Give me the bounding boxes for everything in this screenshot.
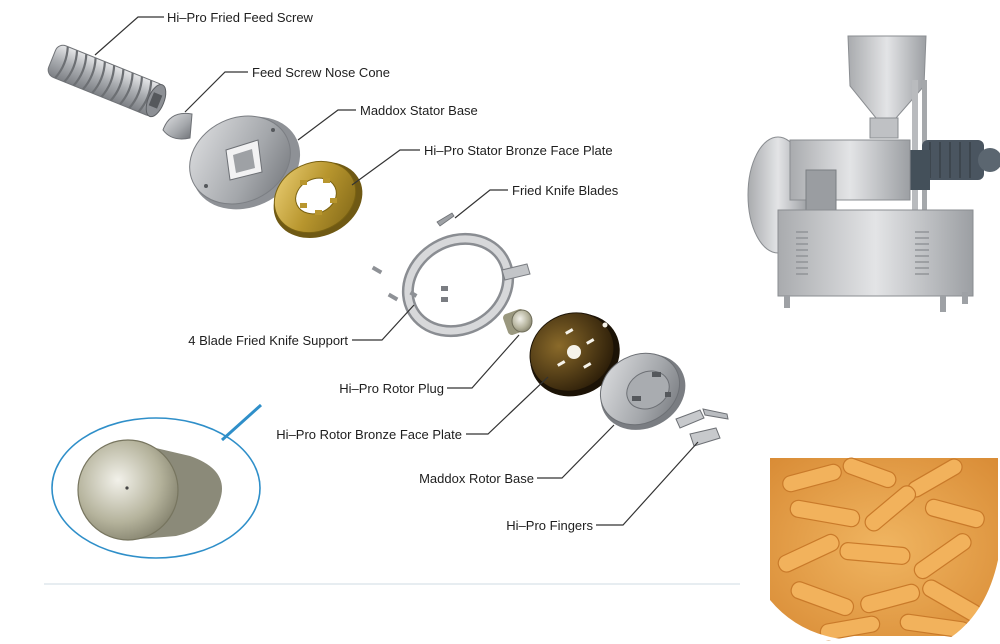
knife-support-part — [371, 232, 531, 338]
fried-snack-photo — [770, 457, 998, 644]
label-knife-support: 4 Blade Fried Knife Support — [188, 333, 348, 348]
leader-nose-cone — [184, 71, 248, 113]
leader-knife-blades — [454, 189, 508, 219]
stator-base-part — [189, 115, 301, 210]
rotor-base-part — [599, 352, 686, 430]
plug-closeup — [51, 403, 263, 559]
label-stator-bronze: Hi–Pro Stator Bronze Face Plate — [424, 143, 613, 158]
nose-cone-part — [162, 112, 193, 140]
label-feed-screw: Hi–Pro Fried Feed Screw — [167, 10, 314, 25]
highlight-ellipse — [51, 417, 261, 559]
leader-feed-screw — [94, 16, 164, 56]
leader-fingers — [596, 441, 699, 526]
label-fingers: Hi–Pro Fingers — [506, 518, 593, 533]
label-rotor-base: Maddox Rotor Base — [419, 471, 534, 486]
feed-screw-part — [47, 44, 167, 118]
label-rotor-bronze: Hi–Pro Rotor Bronze Face Plate — [276, 427, 462, 442]
rotor-bronze-plate-part — [529, 312, 620, 397]
fingers-part — [675, 408, 729, 447]
label-stator-base: Maddox Stator Base — [360, 103, 478, 118]
leader-lines — [94, 16, 699, 526]
label-nose-cone: Feed Screw Nose Cone — [252, 65, 390, 80]
leader-knife-support — [352, 304, 415, 341]
leader-rotor-base — [537, 424, 615, 479]
leader-stator-base — [297, 109, 356, 141]
rotor-plug-part — [503, 309, 533, 335]
highlight-pointer — [220, 403, 263, 442]
leader-stator-bronze — [351, 149, 420, 186]
label-rotor-plug: Hi–Pro Rotor Plug — [339, 381, 444, 396]
leader-rotor-bronze — [466, 376, 549, 435]
label-knife-blades: Fried Knife Blades — [512, 183, 619, 198]
stator-bronze-plate-part — [273, 160, 363, 238]
knife-blade-part — [436, 212, 455, 227]
leader-rotor-plug — [447, 334, 520, 389]
extruder-machine-photo — [747, 35, 1000, 312]
